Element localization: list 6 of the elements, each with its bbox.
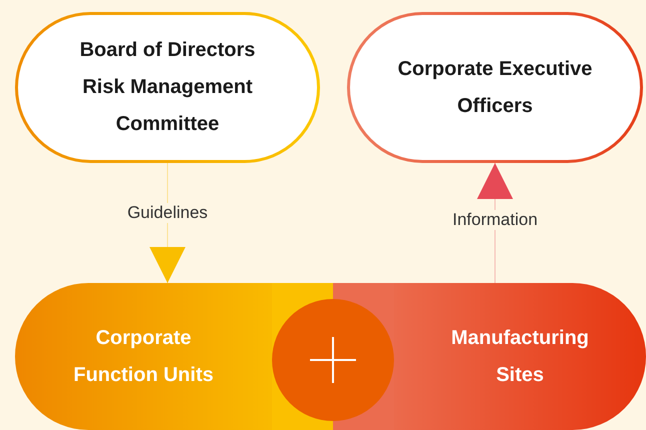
rounded-band [15,283,272,430]
node-label: Board of Directors Risk Management Committee [78,38,256,137]
node-label: Corporate Function Units [72,326,214,388]
node-label: Manufacturing Sites [450,326,590,388]
node-label: Corporate Executive Officers [396,56,594,118]
rounded-band [394,283,646,430]
